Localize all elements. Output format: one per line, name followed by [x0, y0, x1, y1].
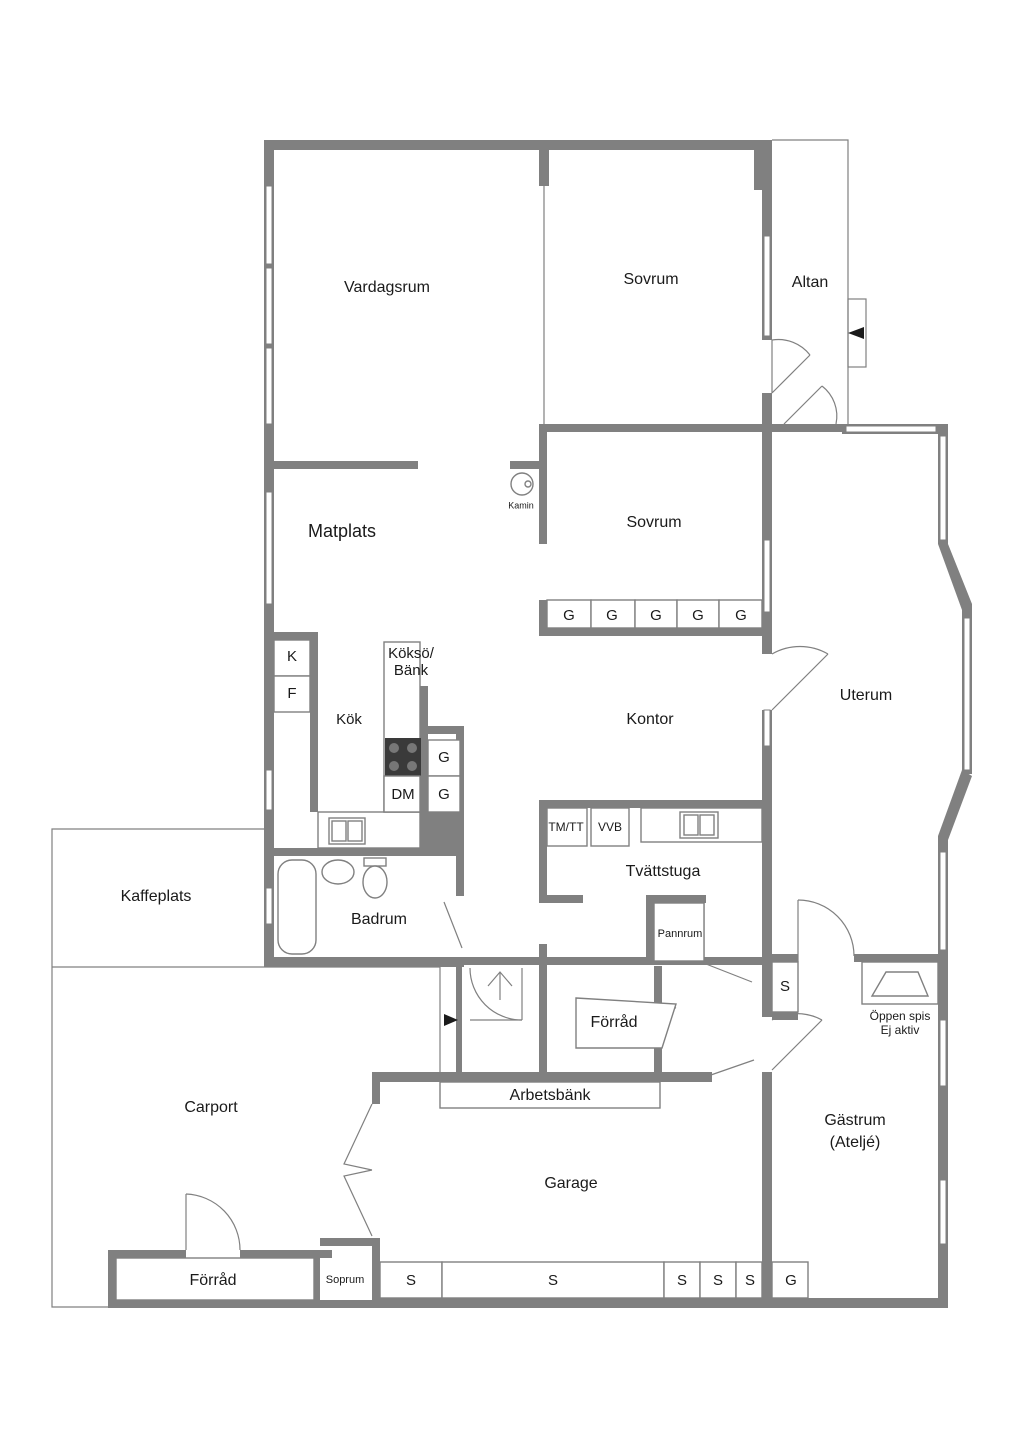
fireplace-label-line-1: Öppen spis — [870, 1009, 931, 1023]
fireplace-label-line-2: Ej aktiv — [881, 1023, 920, 1037]
room-label-garage: Garage — [544, 1175, 597, 1192]
storage-label: S — [745, 1272, 755, 1289]
bathtub-icon — [277, 859, 317, 955]
room-label-kaffeplats: Kaffeplats — [121, 888, 192, 905]
storage-label: S — [406, 1272, 416, 1289]
storage-label: S — [780, 978, 790, 995]
room-labels: Vardagsrum Sovrum Altan Matplats Kamin S… — [121, 271, 931, 1289]
room-label-pannrum: Pannrum — [658, 928, 703, 940]
room-label-matplats: Matplats — [308, 521, 376, 541]
entry-arrows — [444, 327, 864, 1026]
kamin-label: Kamin — [508, 500, 534, 510]
room-label-badrum: Badrum — [351, 911, 407, 928]
room-label-tvattstuga: Tvättstuga — [626, 863, 701, 880]
island-label-line-1: Köksö/ — [388, 645, 435, 662]
exterior-walls — [108, 140, 972, 1308]
toilet-icon — [362, 865, 388, 899]
workbench-label: Arbetsbänk — [510, 1087, 592, 1104]
fixture-labels: G G G G G K F G G DM TM/TT VVB S S S S S… — [287, 607, 797, 1289]
storage-label: S — [677, 1272, 687, 1289]
wardrobe-label: G — [785, 1272, 797, 1289]
basin-icon — [321, 859, 355, 885]
wardrobe-label: G — [692, 607, 704, 624]
wardrobe-label: G — [650, 607, 662, 624]
storage-label: S — [713, 1272, 723, 1289]
room-label-sovrum-2: Sovrum — [626, 514, 681, 531]
fireplace-icon — [510, 472, 534, 496]
outdoor-outlines — [51, 139, 867, 1308]
doors — [185, 338, 855, 1251]
room-label-altan: Altan — [792, 274, 828, 291]
room-label-uterum: Uterum — [840, 687, 892, 704]
entry-arrow-icon — [848, 327, 864, 339]
room-label-vardagsrum: Vardagsrum — [344, 279, 430, 296]
storage-label: S — [548, 1272, 558, 1289]
room-label-forrad-2: Förråd — [189, 1271, 236, 1289]
room-label-kontor: Kontor — [626, 711, 674, 728]
room-label-soprum: Soprum — [326, 1274, 365, 1286]
washer-dryer-label: TM/TT — [548, 820, 584, 834]
cabinet-label: G — [438, 749, 450, 766]
entry-arrow-icon — [444, 1014, 458, 1026]
wardrobe-label: G — [606, 607, 618, 624]
dishwasher-label: DM — [391, 786, 414, 803]
room-label-gastrum-line-2: (Ateljé) — [830, 1134, 881, 1151]
windows — [265, 185, 971, 1245]
wardrobe-label: G — [735, 607, 747, 624]
freezer-label: F — [287, 685, 296, 702]
fridge-label: K — [287, 648, 297, 665]
fixtures — [115, 472, 939, 1301]
room-label-forrad: Förråd — [590, 1013, 637, 1031]
room-label-gastrum-line-1: Gästrum — [824, 1112, 885, 1129]
cabinet-label: G — [438, 786, 450, 803]
wardrobe-label: G — [563, 607, 575, 624]
stove-icon — [385, 738, 421, 776]
island-label-line-2: Bänk — [394, 662, 429, 679]
room-label-kok: Kök — [336, 711, 362, 728]
room-label-sovrum: Sovrum — [623, 271, 678, 288]
water-heater-label: VVB — [598, 820, 622, 834]
room-label-carport: Carport — [184, 1099, 238, 1116]
